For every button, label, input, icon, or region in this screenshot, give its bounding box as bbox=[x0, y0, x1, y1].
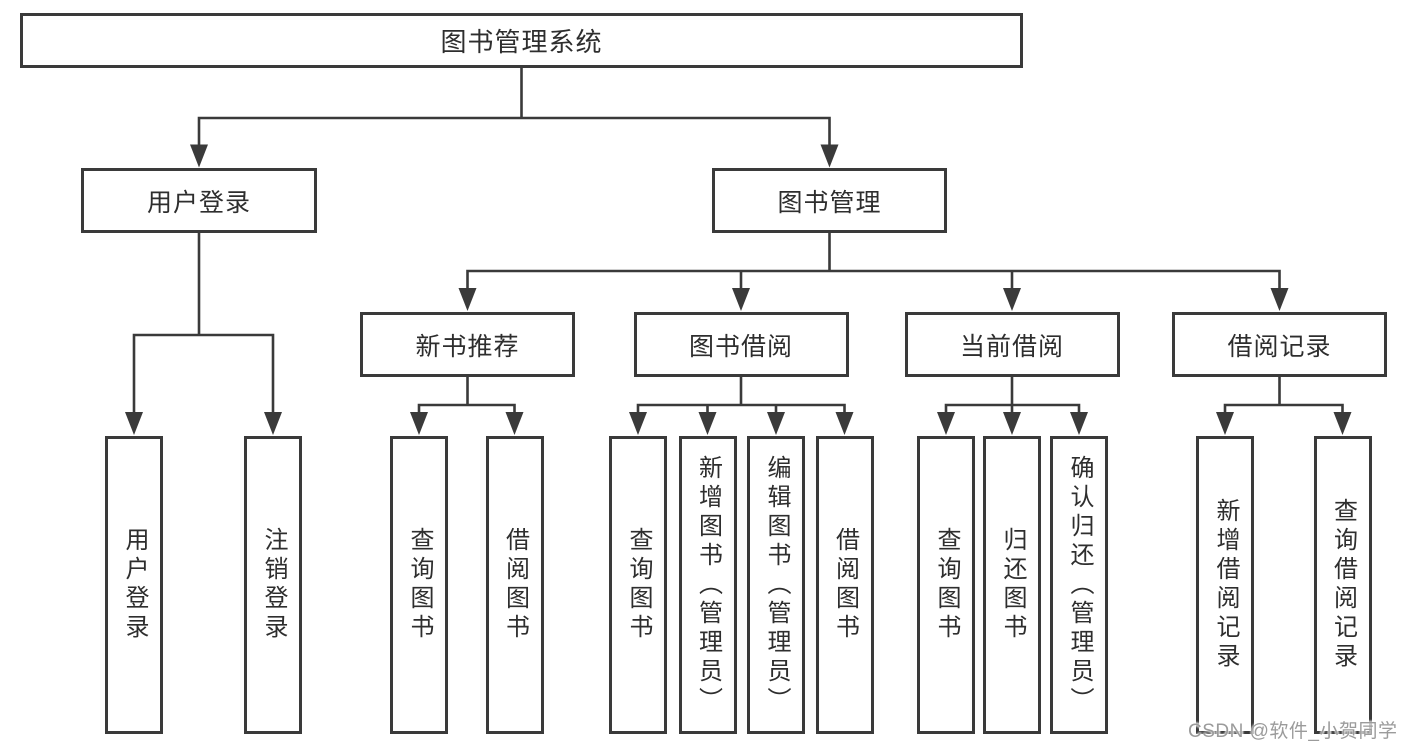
leaf-newbooks-borrow-books: 借阅图书 bbox=[485, 436, 544, 734]
arrowhead-icon bbox=[125, 412, 143, 435]
node-label: 借阅图书 bbox=[831, 527, 859, 643]
node-current-borrow: 当前借阅 bbox=[904, 312, 1120, 377]
connector-user-login-to-leaves bbox=[132, 233, 275, 414]
leaf-current-confirm-return-admin: 确认归还（管理员） bbox=[1050, 436, 1108, 734]
csdn-watermark: CSDN @软件_小贺同学 bbox=[1188, 721, 1398, 742]
node-label: 新书推荐 bbox=[415, 332, 520, 361]
connector-new-books-to-leaves bbox=[417, 377, 516, 414]
arrowhead-icon bbox=[1216, 412, 1234, 435]
leaf-borrow-borrow-books: 借阅图书 bbox=[815, 436, 874, 734]
connector-borrow-records-to-leaves bbox=[1223, 377, 1344, 414]
node-label: 图书管理系统 bbox=[440, 27, 603, 57]
node-label: 注销登录 bbox=[260, 527, 287, 643]
node-user-login: 用户登录 bbox=[81, 168, 317, 233]
arrowhead-icon bbox=[190, 144, 208, 168]
arrowhead-icon bbox=[505, 412, 524, 435]
arrowhead-icon bbox=[767, 412, 785, 435]
arrowhead-icon bbox=[1070, 412, 1088, 435]
node-book-borrow: 图书借阅 bbox=[633, 312, 849, 377]
node-label: 图书管理 bbox=[777, 188, 882, 217]
connector-book-borrow-to-leaves bbox=[636, 377, 846, 414]
arrowhead-icon bbox=[698, 412, 717, 435]
node-borrow-records: 借阅记录 bbox=[1172, 312, 1387, 377]
connector-current-borrow-to-leaves bbox=[944, 377, 1081, 414]
node-label: 归还图书 bbox=[999, 527, 1026, 643]
leaf-records-query-record: 查询借阅记录 bbox=[1313, 436, 1372, 734]
connector-book-mgmt-to-level3 bbox=[466, 233, 1281, 290]
arrowhead-icon bbox=[410, 412, 428, 435]
leaf-borrow-query-books: 查询图书 bbox=[609, 436, 667, 734]
arrowhead-icon bbox=[629, 412, 647, 435]
arrowhead-icon bbox=[820, 144, 839, 168]
arrowhead-icon bbox=[458, 288, 477, 311]
node-label: 借阅图书 bbox=[501, 527, 529, 643]
node-label: 查询图书 bbox=[933, 527, 960, 643]
leaf-borrow-add-books-admin: 新增图书（管理员） bbox=[678, 436, 737, 734]
leaf-newbooks-query-books: 查询图书 bbox=[390, 436, 448, 734]
node-label: 查询借阅记录 bbox=[1329, 498, 1357, 672]
node-book-management: 图书管理 bbox=[712, 168, 947, 233]
node-label: 新增借阅记录 bbox=[1212, 498, 1239, 672]
node-label: 用户登录 bbox=[121, 527, 148, 643]
arrowhead-icon bbox=[1003, 288, 1021, 311]
node-label: 图书借阅 bbox=[688, 332, 793, 361]
arrowhead-icon bbox=[264, 412, 282, 435]
node-label: 用户登录 bbox=[146, 188, 251, 217]
node-label: 编辑图书（管理员） bbox=[763, 454, 790, 716]
arrowhead-icon bbox=[1270, 288, 1289, 311]
node-label: 查询图书 bbox=[406, 527, 433, 643]
arrowhead-icon bbox=[1333, 412, 1352, 435]
leaf-borrow-edit-books-admin: 编辑图书（管理员） bbox=[747, 436, 805, 734]
node-label: 借阅记录 bbox=[1227, 332, 1332, 361]
leaf-current-query-books: 查询图书 bbox=[917, 436, 975, 734]
leaf-records-add-record: 新增借阅记录 bbox=[1196, 436, 1254, 734]
connector-root-to-level2 bbox=[197, 68, 831, 146]
node-library-management-system: 图书管理系统 bbox=[20, 13, 1023, 68]
node-new-book-recommend: 新书推荐 bbox=[360, 312, 575, 377]
node-label: 新增图书（管理员） bbox=[694, 454, 722, 716]
arrowhead-icon bbox=[835, 412, 854, 435]
leaf-user-login: 用户登录 bbox=[105, 436, 163, 734]
arrowhead-icon bbox=[732, 288, 750, 311]
node-label: 确认归还（管理员） bbox=[1066, 454, 1093, 716]
arrowhead-icon bbox=[937, 412, 955, 435]
leaf-current-return-books: 归还图书 bbox=[983, 436, 1041, 734]
node-label: 当前借阅 bbox=[959, 332, 1064, 361]
node-label: 查询图书 bbox=[625, 527, 652, 643]
arrowhead-icon bbox=[1003, 412, 1021, 435]
leaf-logout: 注销登录 bbox=[244, 436, 302, 734]
